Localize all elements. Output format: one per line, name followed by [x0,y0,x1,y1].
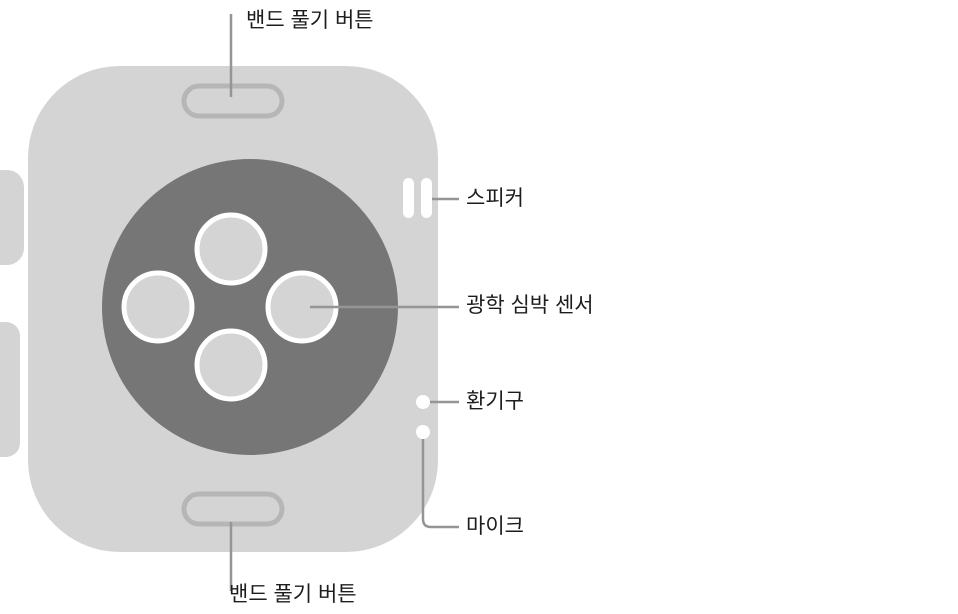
label-microphone: 마이크 [466,515,524,538]
speaker-grille-bar-right [421,178,432,218]
band-release-button-top [181,83,285,119]
microphone-hole [416,425,430,439]
label-band-release-top: 밴드 풀기 버튼 [246,9,374,32]
sensor-lens-top [194,212,268,286]
speaker-grille-bar-left [403,178,414,218]
vent-hole [416,395,430,409]
side-button [0,322,20,457]
sensor-lens-left [121,270,195,344]
label-band-release-bottom: 밴드 풀기 버튼 [229,583,357,606]
leader-microphone [421,439,459,529]
band-release-button-bottom [181,491,285,527]
label-vent: 환기구 [466,390,524,413]
label-speaker: 스피커 [466,187,524,210]
label-optical-heart-sensor: 광학 심박 센서 [466,294,594,317]
sensor-lens-bottom [194,328,268,402]
digital-crown [0,170,24,265]
optical-heart-sensor-disc [102,159,398,455]
